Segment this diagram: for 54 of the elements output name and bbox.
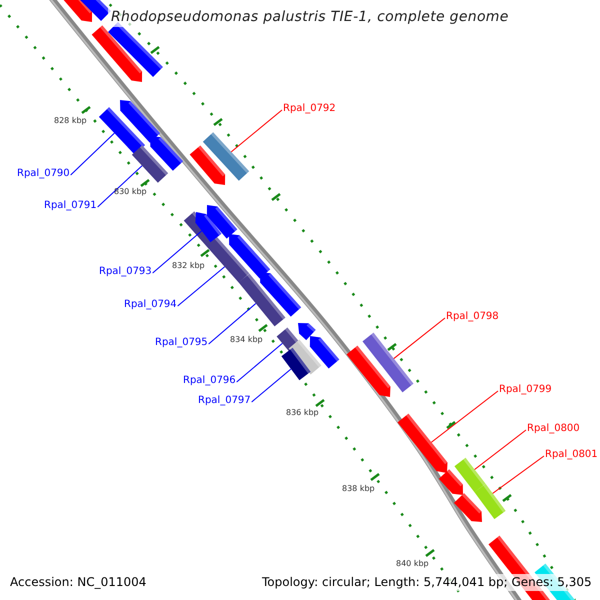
leader-line	[70, 132, 115, 176]
gene-label: Rpal_0798	[446, 311, 499, 323]
gene-label: Rpal_0801	[545, 449, 598, 461]
pointed-gene-bar	[260, 272, 302, 317]
pointed-gene-bar	[120, 100, 160, 143]
gene-label: Rpal_0790	[17, 168, 70, 180]
leader-line	[393, 318, 446, 360]
gene-bar	[362, 332, 414, 392]
leader-line	[430, 390, 498, 443]
leader-line	[236, 342, 283, 382]
position-label: 834 kbp	[230, 335, 263, 345]
leader-line	[208, 303, 256, 344]
gene-bar	[202, 132, 250, 181]
pointed-gene-bar	[346, 346, 390, 397]
leader-line	[152, 230, 202, 274]
gene-label: Rpal_0799	[499, 384, 552, 396]
gene-bar	[98, 107, 146, 155]
position-label: 838 kbp	[342, 484, 375, 494]
pointed-gene-bar	[206, 205, 238, 239]
pointed-gene-bar	[310, 336, 340, 369]
gene-label: Rpal_0800	[527, 423, 580, 435]
gene-label: Rpal_0795	[155, 337, 208, 349]
pointed-gene-bar	[454, 493, 482, 522]
pointed-gene-bar	[398, 414, 448, 473]
pointed-gene-bar	[298, 323, 316, 340]
leader-line	[230, 110, 282, 152]
pointed-gene-bar	[438, 469, 463, 495]
position-label: 840 kbp	[396, 559, 429, 569]
position-label: 836 kbp	[286, 408, 319, 418]
gene-label: Rpal_0793	[99, 266, 152, 278]
accession-text: Accession: NC_011004	[8, 574, 148, 591]
gene-bar	[454, 458, 486, 492]
gene-bar	[474, 484, 506, 520]
pointed-gene-bar	[229, 234, 270, 279]
pointed-gene-bar	[150, 136, 184, 171]
gene-bar	[281, 348, 311, 380]
leader-line	[492, 456, 544, 494]
gene-label: Rpal_0792	[283, 103, 336, 115]
position-label: 830 kbp	[114, 187, 147, 197]
position-label: 832 kbp	[172, 261, 205, 271]
gene-label: Rpal_0797	[198, 395, 251, 407]
position-label: 828 kbp	[54, 116, 87, 126]
gene-label: Rpal_0791	[44, 200, 97, 212]
leader-line	[474, 430, 526, 470]
pointed-gene-bar	[190, 145, 226, 185]
gene-bar	[132, 145, 168, 183]
gene-label: Rpal_0796	[183, 375, 236, 387]
leader-line	[97, 165, 143, 208]
leader-line	[177, 266, 226, 306]
gene-bar	[238, 274, 286, 326]
gene-label: Rpal_0794	[124, 299, 177, 311]
leader-line	[251, 368, 292, 402]
pointed-gene-bar	[92, 25, 142, 82]
pointed-gene-bar	[195, 212, 222, 242]
